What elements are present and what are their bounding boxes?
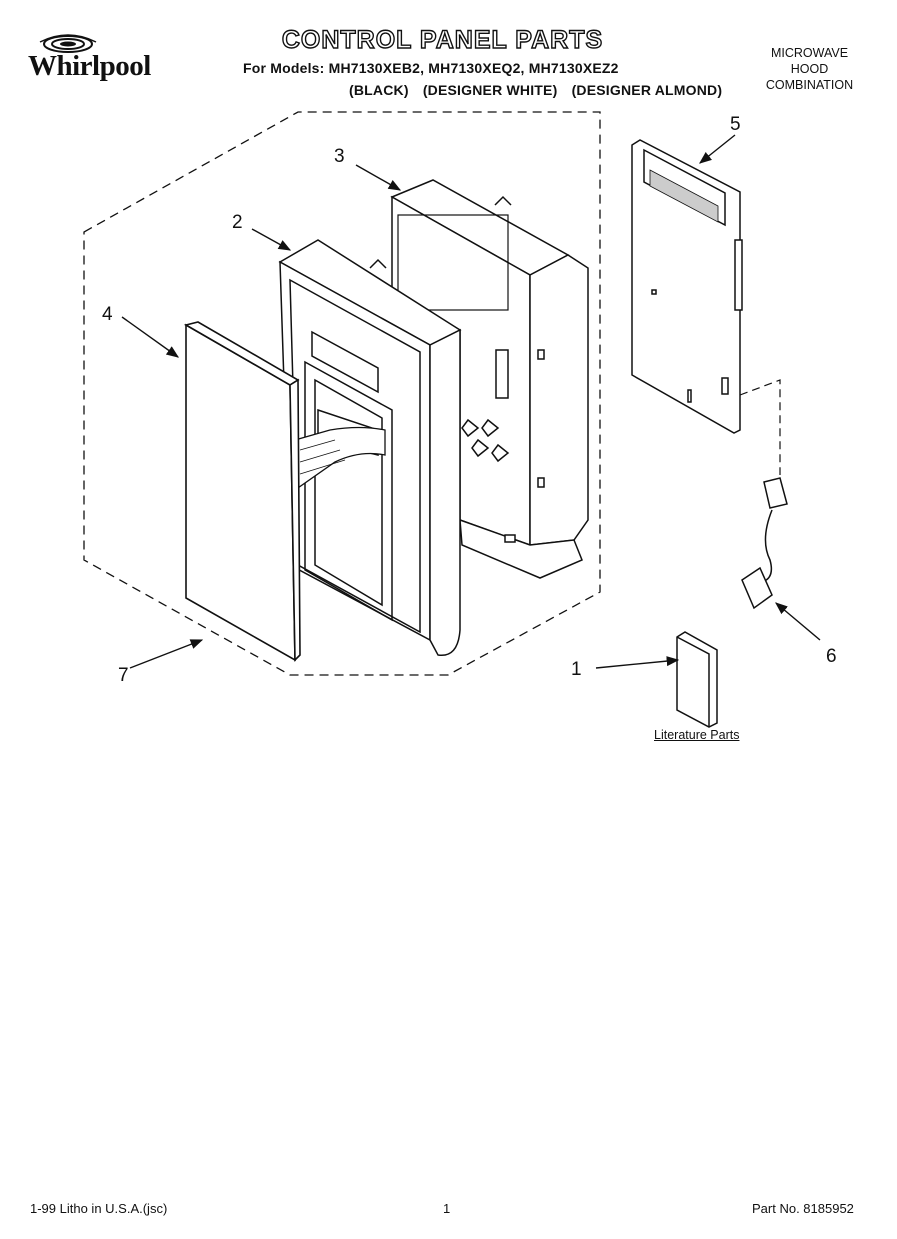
callout-6: 6 — [826, 646, 837, 667]
callout-2: 2 — [232, 212, 243, 233]
color-variants: (BLACK) (DESIGNER WHITE) (DESIGNER ALMON… — [349, 82, 732, 98]
part-5-circuit-board — [631, 139, 743, 434]
callout-4: 4 — [102, 304, 113, 325]
callout-arrows — [121, 134, 821, 669]
part-6-wire-harness — [739, 379, 788, 610]
callout-7: 7 — [118, 665, 129, 686]
footer-litho: 1-99 Litho in U.S.A.(jsc) — [30, 1201, 168, 1216]
product-line-1: MICROWAVE — [770, 46, 849, 60]
whirlpool-logo: Whirlpool — [20, 28, 190, 88]
product-type: MICROWAVE HOOD COMBINATION — [752, 45, 867, 93]
ribbon-cable — [294, 426, 386, 492]
product-line-2: HOOD — [790, 62, 829, 76]
footer-page-number: 1 — [443, 1201, 451, 1216]
variant-black: (BLACK) — [349, 82, 409, 98]
page-title: CONTROL PANEL PARTS — [0, 25, 897, 55]
page-title-text: CONTROL PANEL PARTS — [281, 25, 604, 54]
brand-name: Whirlpool — [28, 50, 151, 82]
footer-part-number: Part No. 8185952 — [752, 1201, 854, 1216]
callout-5: 5 — [730, 114, 741, 135]
part-4-membrane — [183, 321, 301, 662]
swirl-icon — [39, 34, 97, 53]
variant-white: (DESIGNER WHITE) — [422, 82, 558, 98]
product-line-3: COMBINATION — [765, 78, 854, 92]
exploded-parts-diagram — [83, 111, 821, 728]
callout-3: 3 — [334, 146, 345, 167]
models-line: For Models: MH7130XEB2, MH7130XEQ2, MH71… — [243, 60, 619, 76]
variant-almond: (DESIGNER ALMOND) — [571, 82, 723, 98]
literature-parts-label: Literature Parts — [654, 728, 740, 742]
part-1-literature — [676, 631, 718, 728]
callout-1: 1 — [571, 659, 582, 680]
part-3-housing — [390, 179, 589, 579]
assembly-boundary — [83, 111, 601, 676]
